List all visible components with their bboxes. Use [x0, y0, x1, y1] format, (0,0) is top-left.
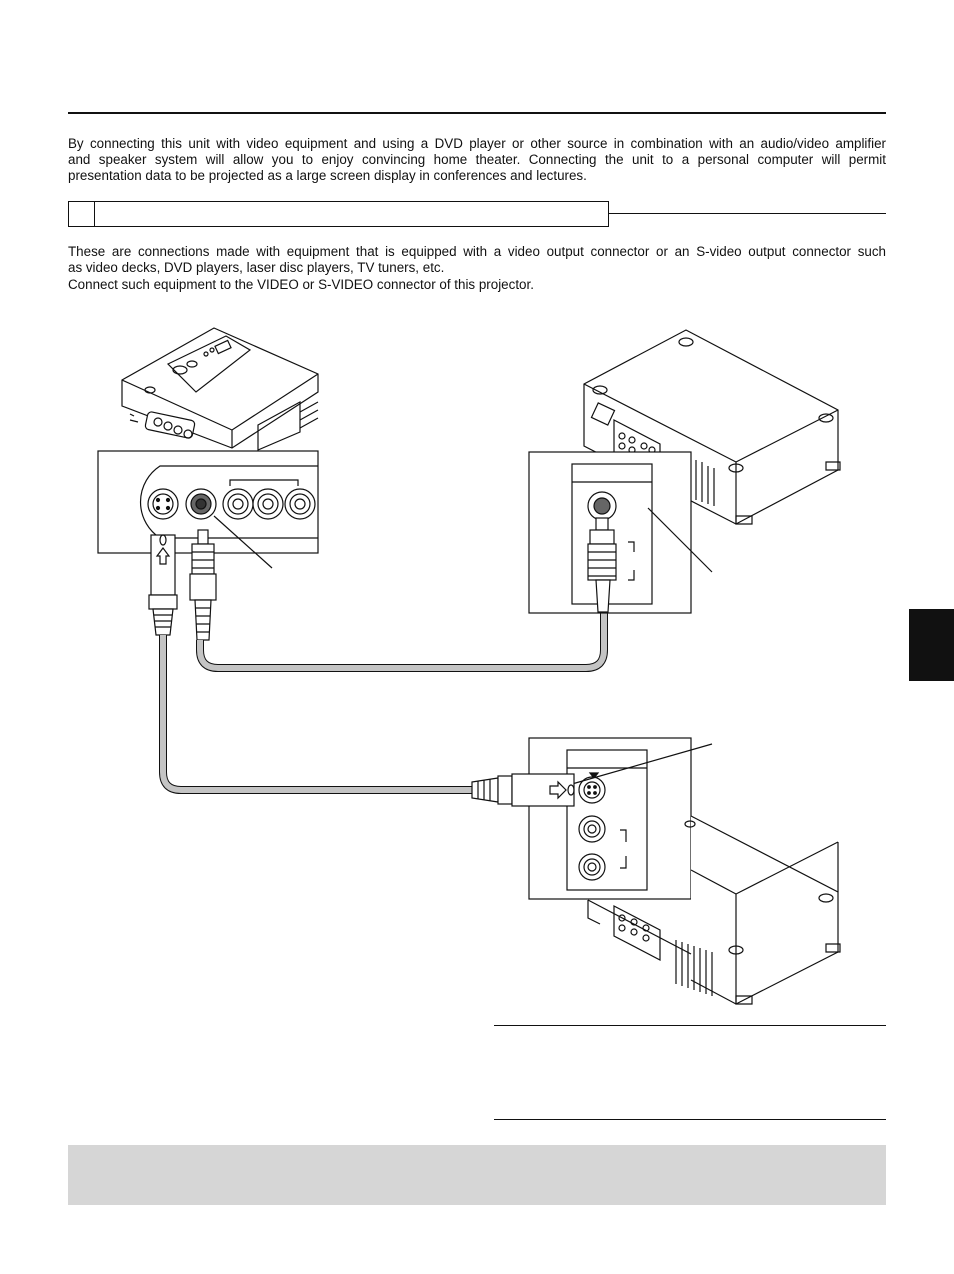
s-video-output-panel: [471, 737, 713, 900]
video-deck-lower: [587, 815, 841, 1005]
section-rule: [609, 213, 886, 214]
note-box: [68, 1145, 886, 1205]
body-line-3: Connect such equipment to the VIDEO or S…: [68, 277, 534, 292]
note-rule-bottom: [494, 1119, 886, 1120]
projector-plugs: [148, 529, 217, 641]
video-output-panel: [528, 451, 713, 614]
intro-line-3: presentation data to be projected as a l…: [68, 168, 587, 183]
s-video-cable: [159, 635, 472, 794]
body-line-1: These are connections made with equipmen…: [68, 244, 886, 259]
body-line-2: as video decks, DVD players, laser disc …: [68, 260, 445, 275]
note-rule-top: [494, 1025, 886, 1026]
projector-illustration: [121, 327, 319, 451]
intro-line-2: and speaker system will allow you to enj…: [68, 152, 886, 167]
header-rule: [68, 112, 886, 114]
chapter-tab-marker: [909, 609, 954, 681]
video-cable: [196, 612, 608, 672]
section-heading-box: [68, 201, 609, 227]
intro-line-1: By connecting this unit with video equip…: [68, 136, 886, 151]
section-number: [69, 202, 95, 226]
